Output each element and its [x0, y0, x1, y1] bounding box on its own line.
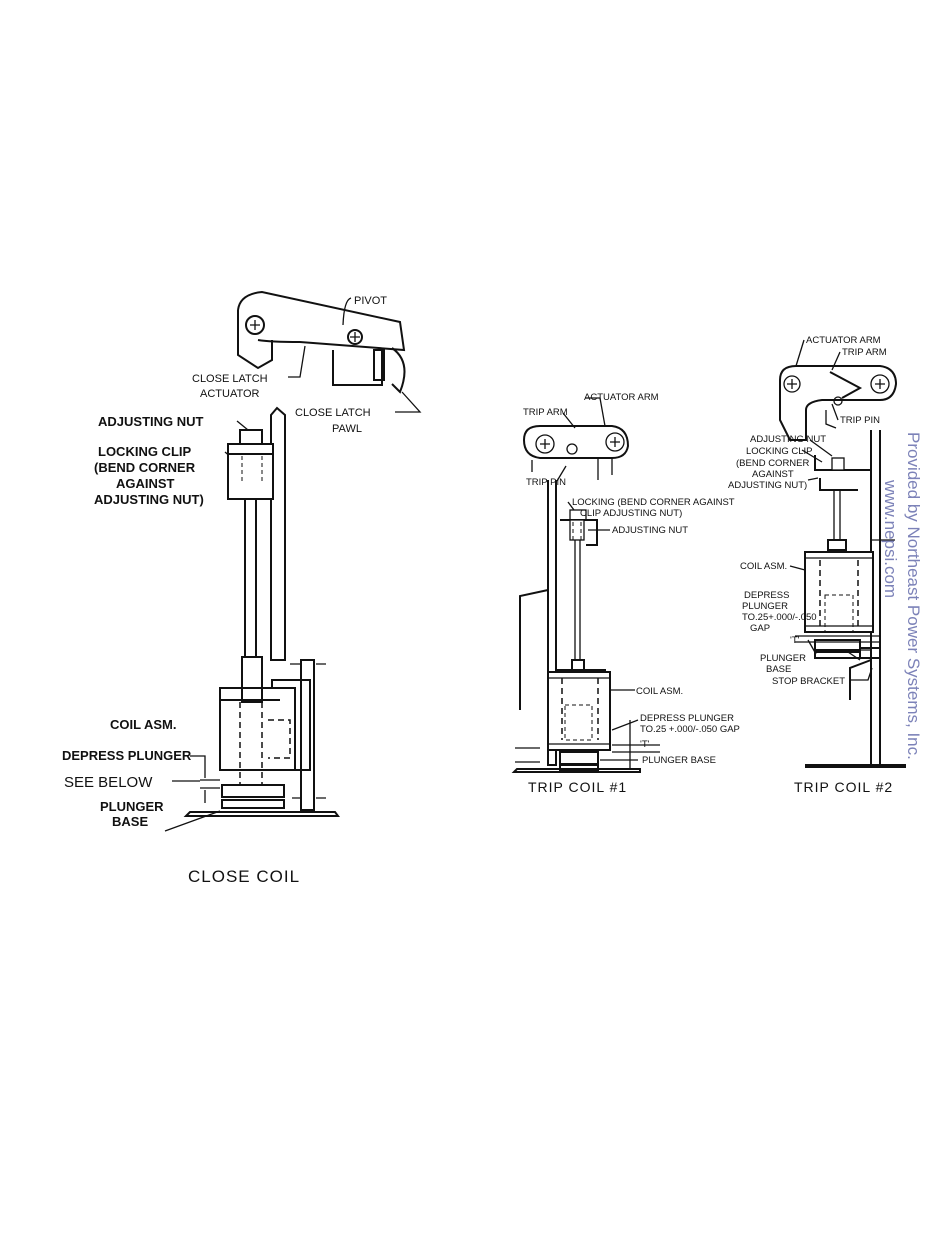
label-plunger-base: BASE — [112, 814, 148, 829]
label-plunger-base-2: BASE — [766, 664, 791, 675]
label-close-latch-pawl-2: PAWL — [332, 423, 362, 435]
label-locking-clip-2: LOCKING CLIP — [746, 446, 813, 457]
trip-coil-2-drawing — [779, 339, 906, 768]
label-plunger-2: PLUNGER — [760, 653, 806, 664]
watermark-url: www.nepsi.com — [881, 480, 900, 599]
label-plunger: PLUNGER — [100, 799, 164, 814]
label-trip-pin-2: TRIP PIN — [840, 415, 880, 426]
label-depress-2: DEPRESS — [744, 590, 789, 601]
label-depress-plunger-1: DEPRESS PLUNGER — [640, 713, 734, 724]
watermark-company: Provided by Northeast Power Systems, Inc… — [904, 432, 923, 760]
label-locking-clip: LOCKING CLIP — [98, 444, 191, 459]
label-locking-clip-4: ADJUSTING NUT) — [94, 492, 204, 507]
label-depress-gap-value-2: TO.25+.000/-.050 — [742, 612, 817, 623]
caption-close-coil: CLOSE COIL — [188, 867, 300, 886]
label-depress-gap-1: TO.25 +.000/-.050 GAP — [640, 724, 740, 735]
caption-trip-coil-2: TRIP COIL #2 — [794, 779, 893, 795]
label-plunger-base-1: PLUNGER BASE — [642, 755, 716, 766]
label-see-below: SEE BELOW — [64, 774, 153, 791]
label-adjusting-nut-2: ADJUSTING NUT — [750, 434, 826, 445]
label-locking-clip-3: AGAINST — [116, 476, 175, 491]
label-locking-clip-2: (BEND CORNER — [94, 460, 196, 475]
provider-watermark: Provided by Northeast Power Systems, Inc… — [879, 432, 925, 760]
label-close-latch-pawl-1: CLOSE LATCH — [295, 407, 371, 419]
label-against-2: AGAINST — [752, 469, 794, 480]
label-t-mark-2: 'T' — [790, 635, 800, 646]
label-locking-1: LOCKING (BEND CORNER AGAINST — [572, 497, 735, 508]
label-close-latch-actuator-1: CLOSE LATCH — [192, 373, 268, 385]
caption-trip-coil-1: TRIP COIL #1 — [528, 779, 627, 795]
label-adjusting-nut-paren-2: ADJUSTING NUT) — [728, 480, 807, 491]
label-locking-2: CLIP ADJUSTING NUT) — [580, 508, 682, 519]
label-stop-bracket-2: STOP BRACKET — [772, 676, 845, 687]
label-t-mark-1: 'T' — [640, 739, 650, 750]
label-bend-corner-2: (BEND CORNER — [736, 458, 810, 469]
label-actuator-arm-2: ACTUATOR ARM — [806, 335, 881, 346]
label-adjusting-nut: ADJUSTING NUT — [98, 414, 204, 429]
label-coil-asm: COIL ASM. — [110, 717, 176, 732]
label-adjusting-nut-1: ADJUSTING NUT — [612, 525, 688, 536]
label-pivot: PIVOT — [354, 295, 387, 307]
label-depress-plunger: DEPRESS PLUNGER — [62, 748, 192, 763]
close-coil-drawing — [164, 290, 422, 832]
label-close-latch-actuator-2: ACTUATOR — [200, 388, 260, 400]
label-depress-plunger-2: PLUNGER — [742, 601, 788, 612]
label-gap-2: GAP — [750, 623, 770, 634]
trip-coil-1-drawing — [511, 397, 660, 773]
label-coil-asm-2: COIL ASM. — [740, 561, 787, 572]
label-actuator-arm-1: ACTUATOR ARM — [584, 392, 659, 403]
label-coil-asm-1: COIL ASM. — [636, 686, 683, 697]
label-trip-arm-1: TRIP ARM — [523, 407, 568, 418]
label-trip-arm-2: TRIP ARM — [842, 347, 887, 358]
label-trip-pin-1: TRIP PIN — [526, 477, 566, 488]
